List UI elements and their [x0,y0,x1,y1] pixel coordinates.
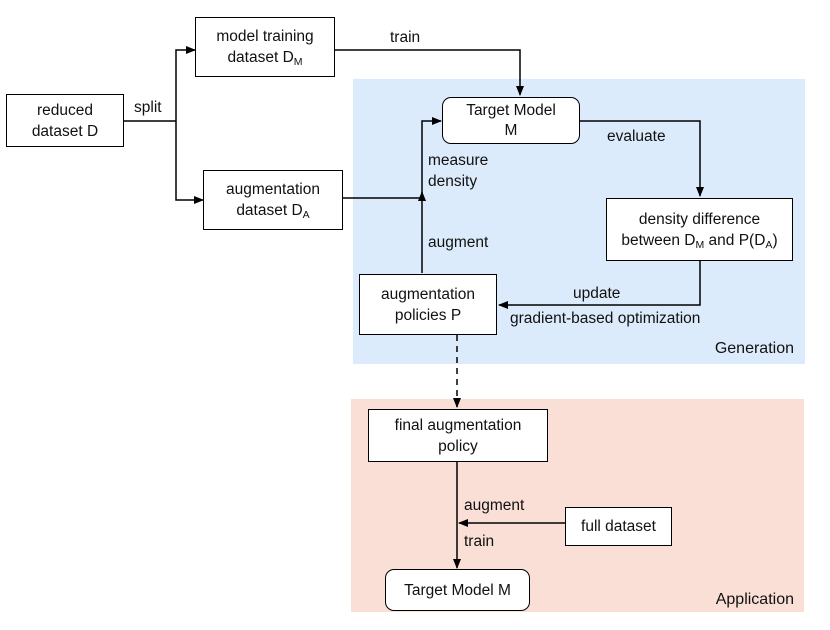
model-training-dataset-node: model training dataset DM [195,17,335,77]
train-application-label: train [464,533,495,550]
evaluate-label: evaluate [607,128,666,145]
final-augmentation-policy-node: final augmentation policy [368,409,548,462]
target-model-app-label: Target Model M [404,581,511,599]
evaluate-arrow [580,120,704,197]
train-arrow [335,49,524,96]
augmentation-policies-node: augmentation policies P [359,274,497,335]
augment-application-label: augment [464,497,525,514]
split-to-augmentation-dataset-arrow [175,121,204,204]
measure-density-arrow [342,117,442,199]
augment-generation-label: augment [428,234,489,251]
full-dataset-node: full dataset [565,507,672,546]
augmentation-policies-line1: augmentation [381,285,475,303]
target-model-application-node: Target Model M [385,569,530,611]
reduced-dataset-node: reduced dataset D [6,94,124,147]
update-label: update [573,285,621,302]
target-model-gen-line1: Target Model [466,101,556,119]
augmentation-dataset-node: augmentation dataset DA [203,170,343,230]
density-difference-node: density difference between DM and P(DA) [606,198,793,261]
full-dataset-label: full dataset [581,518,656,535]
target-model-gen-line2: M [504,121,518,139]
final-policy-line1: final augmentation [394,416,522,434]
measure-label: measure [428,152,489,169]
target-model-generation-node: Target Model M [442,97,580,144]
augmentation-policies-line2: policies P [394,306,462,324]
density-difference-line2: between DM and P(DA) [621,231,778,251]
model-training-line2: dataset DM [227,49,303,68]
augmentation-dataset-line1: augmentation [226,181,320,198]
update-arrow [498,261,701,309]
application-region-label: Application [715,591,794,608]
density-difference-line1: density difference [638,210,761,228]
reduced-dataset-line1: reduced [36,101,93,119]
augmentation-dataset-line2: dataset DA [236,202,310,221]
density-label: density [428,173,478,190]
generation-region-label: Generation [714,340,794,357]
gradient-optimization-label: gradient-based optimization [510,310,701,327]
split-label: split [134,99,162,116]
reduced-dataset-line2: dataset D [31,122,99,140]
split-to-model-training-arrow [175,46,196,121]
train-top-label: train [390,29,421,46]
final-policy-line2: policy [438,437,478,455]
model-training-line1: model training [216,28,314,45]
